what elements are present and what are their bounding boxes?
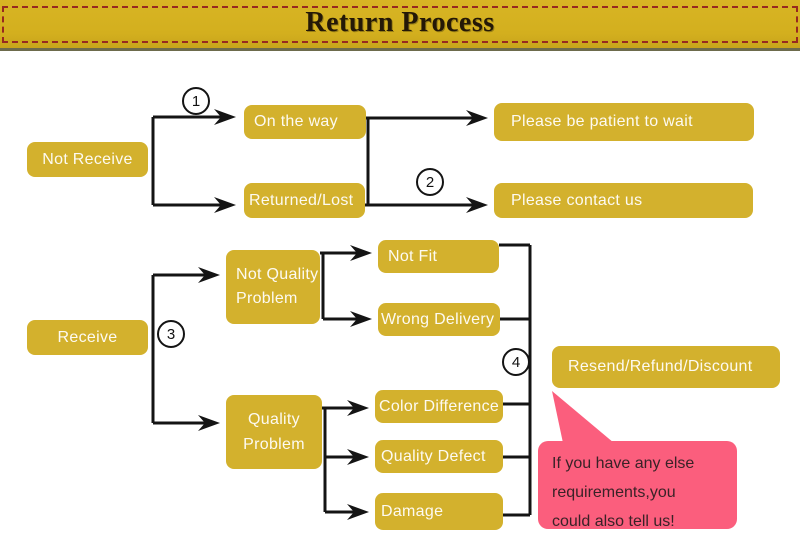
step-circle-3: 3: [157, 320, 185, 348]
note-line: If you have any else: [552, 455, 695, 472]
step-circle-2: 2: [416, 168, 444, 196]
node-not-receive: Not Receive: [27, 142, 148, 177]
node-please-be-patient: Please be patient to wait: [494, 103, 754, 141]
node-returned-lost: Returned/Lost: [244, 183, 365, 218]
step-circle-4: 4: [502, 348, 530, 376]
node-not-quality-problem: Not Quality Problem: [226, 250, 320, 324]
page-title: Return Process: [305, 7, 495, 38]
node-quality-problem: Quality Problem: [226, 395, 322, 469]
node-please-contact-us: Please contact us: [494, 183, 753, 218]
node-on-the-way: On the way: [244, 105, 366, 139]
note-bubble: If you have any else requirements,you co…: [538, 441, 737, 530]
node-damage: Damage: [375, 493, 503, 530]
bubble-pointer: [552, 391, 614, 443]
step-circle-1: 1: [182, 87, 210, 115]
note-line: requirements,you: [552, 484, 676, 501]
node-not-fit: Not Fit: [378, 240, 499, 273]
step-number: 2: [425, 173, 435, 191]
header-banner: Return Process: [0, 0, 800, 51]
node-resend-refund-discount: Resend/Refund/Discount: [552, 346, 780, 388]
step-number: 4: [511, 353, 521, 371]
step-number: 1: [191, 92, 201, 110]
note-line: could also tell us!: [552, 513, 675, 530]
node-quality-defect: Quality Defect: [375, 440, 503, 473]
node-receive: Receive: [27, 320, 148, 355]
node-color-difference: Color Difference: [375, 390, 503, 423]
step-number: 3: [166, 325, 176, 343]
dashed-border: [2, 6, 798, 43]
node-wrong-delivery: Wrong Delivery: [378, 303, 500, 336]
